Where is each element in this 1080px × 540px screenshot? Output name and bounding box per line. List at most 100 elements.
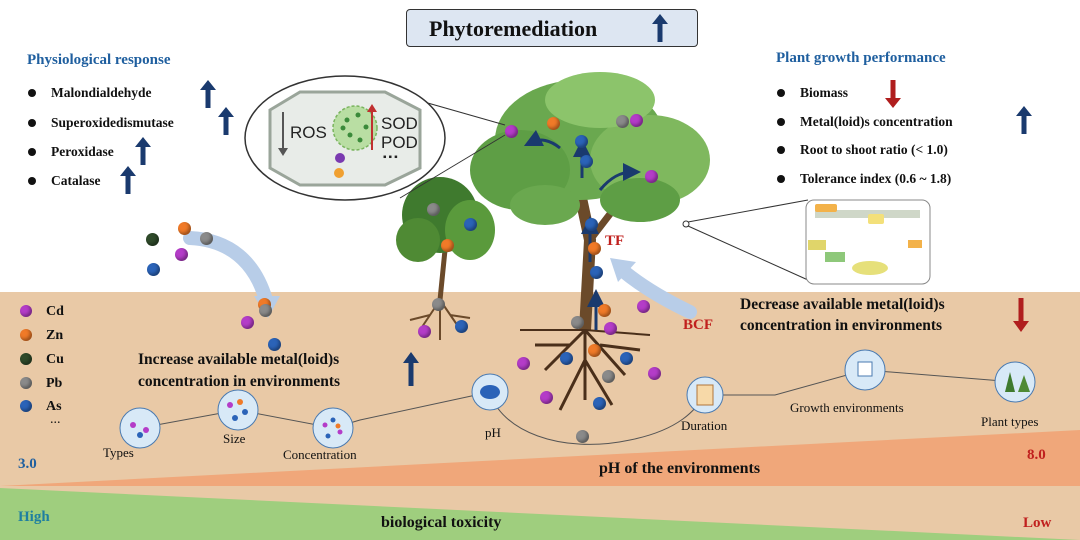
factor-plant-types-label: Plant types (981, 414, 1039, 429)
factor-ph-label: pH (485, 425, 501, 440)
metal-ball (505, 125, 518, 138)
ph-axis-label: pH of the environments (599, 460, 761, 477)
toxicity-axis-label: biological toxicity (381, 514, 502, 531)
cell-ros-label: ROS (290, 123, 327, 142)
metal-ball (268, 338, 281, 351)
metal-ball (455, 320, 468, 333)
decrease-down-arrow-icon (1013, 298, 1029, 332)
tf-label: TF (605, 233, 625, 249)
cell-pod-label: POD (381, 133, 418, 152)
ph-wedge (0, 430, 1080, 486)
page-title: Phytoremediation (429, 16, 598, 41)
factor-duration-label: Duration (681, 418, 728, 433)
metal-ball (630, 114, 643, 127)
legend-as-label: As (46, 399, 62, 414)
physiological-item: Catalase (51, 173, 101, 188)
ph-high-value: 8.0 (1027, 447, 1046, 463)
metal-ball (598, 304, 611, 317)
increase-up-arrow-icon (403, 352, 419, 386)
malondialdehyde-up-arrow-icon (200, 80, 216, 108)
cell-sod-label: SOD (381, 114, 418, 133)
metal-ball (585, 218, 598, 231)
factor-icon-plant-types (994, 361, 1036, 403)
metal-ball (464, 218, 477, 231)
toxicity-wedge (0, 488, 1080, 540)
bullet-icon (28, 177, 36, 185)
metal-ball (571, 316, 584, 329)
physiological-item: Malondialdehyde (51, 85, 152, 100)
metal-ball (593, 397, 606, 410)
decrease-line1: Decrease available metal(loid)s (740, 296, 945, 313)
factor-concentration-label: Concentration (283, 447, 357, 462)
physiological-item: Peroxidase (51, 144, 114, 159)
metal-ball (620, 352, 633, 365)
bullet-icon (777, 89, 785, 97)
metal-ball (602, 370, 615, 383)
metal-ball (441, 239, 454, 252)
cell-zoom (244, 75, 506, 201)
factor-size-label: Size (223, 431, 246, 446)
legend-as-swatch (20, 400, 32, 412)
growth-item: Biomass (800, 85, 849, 100)
legend-cu-swatch (20, 353, 32, 365)
toxicity-low-label: Low (1023, 515, 1052, 531)
factor-icon-types (119, 407, 161, 449)
increase-line1: Increase available metal(loid)s (138, 351, 340, 368)
sod-up-arrow-icon (218, 107, 234, 135)
metal-ball (576, 430, 589, 443)
metal-ball (616, 115, 629, 128)
bullet-icon (777, 175, 785, 183)
legend-more-label: ... (50, 412, 61, 427)
increase-line2: concentration in environments (138, 373, 341, 390)
metal-ball (178, 222, 191, 235)
metal-conc-up-arrow-icon (1016, 106, 1032, 134)
biomass-down-arrow-icon (885, 80, 901, 108)
peroxidase-up-arrow-icon (135, 137, 151, 165)
metal-ball (175, 248, 188, 261)
growth-heading: Plant growth performance (776, 50, 946, 66)
metal-ball (604, 322, 617, 335)
pathway-zoom (682, 199, 931, 285)
bcf-arrow-head (610, 258, 636, 282)
metal-ball (560, 352, 573, 365)
growth-item: Metal(loid)s concentration (800, 114, 953, 129)
legend-cd-swatch (20, 305, 32, 317)
cell-more-label: ▪▪▪ (383, 152, 400, 163)
physiological-heading: Physiological response (27, 52, 171, 68)
legend-pb-label: Pb (46, 376, 63, 391)
factor-growth-env-label: Growth environments (790, 400, 904, 415)
legend-cu-label: Cu (46, 352, 64, 367)
metal-ball (147, 263, 160, 276)
bullet-icon (28, 89, 36, 97)
decrease-line2: concentration in environments (740, 317, 943, 334)
metal-ball (547, 117, 560, 130)
metal-ball (418, 325, 431, 338)
metal-ball (540, 391, 553, 404)
inflow-arrow (183, 231, 273, 307)
metal-ball (432, 298, 445, 311)
catalase-up-arrow-icon (120, 166, 136, 194)
factor-types-label: Types (103, 445, 134, 460)
legend-cd-label: Cd (46, 304, 64, 319)
title-up-arrow-icon (652, 14, 668, 42)
metal-ball (588, 242, 601, 255)
metal-ball (637, 300, 650, 313)
legend-pb-swatch (20, 377, 32, 389)
metal-ball (575, 135, 588, 148)
bcf-label: BCF (683, 317, 713, 333)
metal-ball (427, 203, 440, 216)
metal-ball (648, 367, 661, 380)
metal-ball (146, 233, 159, 246)
factor-icon-size (217, 389, 259, 431)
metal-ball (200, 232, 213, 245)
title-box (406, 9, 698, 47)
factor-icon-concentration (312, 407, 354, 449)
bullet-icon (777, 146, 785, 154)
growth-item: Root to shoot ratio (< 1.0) (800, 142, 948, 157)
metal-ball (588, 344, 601, 357)
legend-zn-label: Zn (46, 328, 64, 343)
bullet-icon (777, 118, 785, 126)
growth-item: Tolerance index (0.6 ~ 1.8) (800, 171, 952, 186)
